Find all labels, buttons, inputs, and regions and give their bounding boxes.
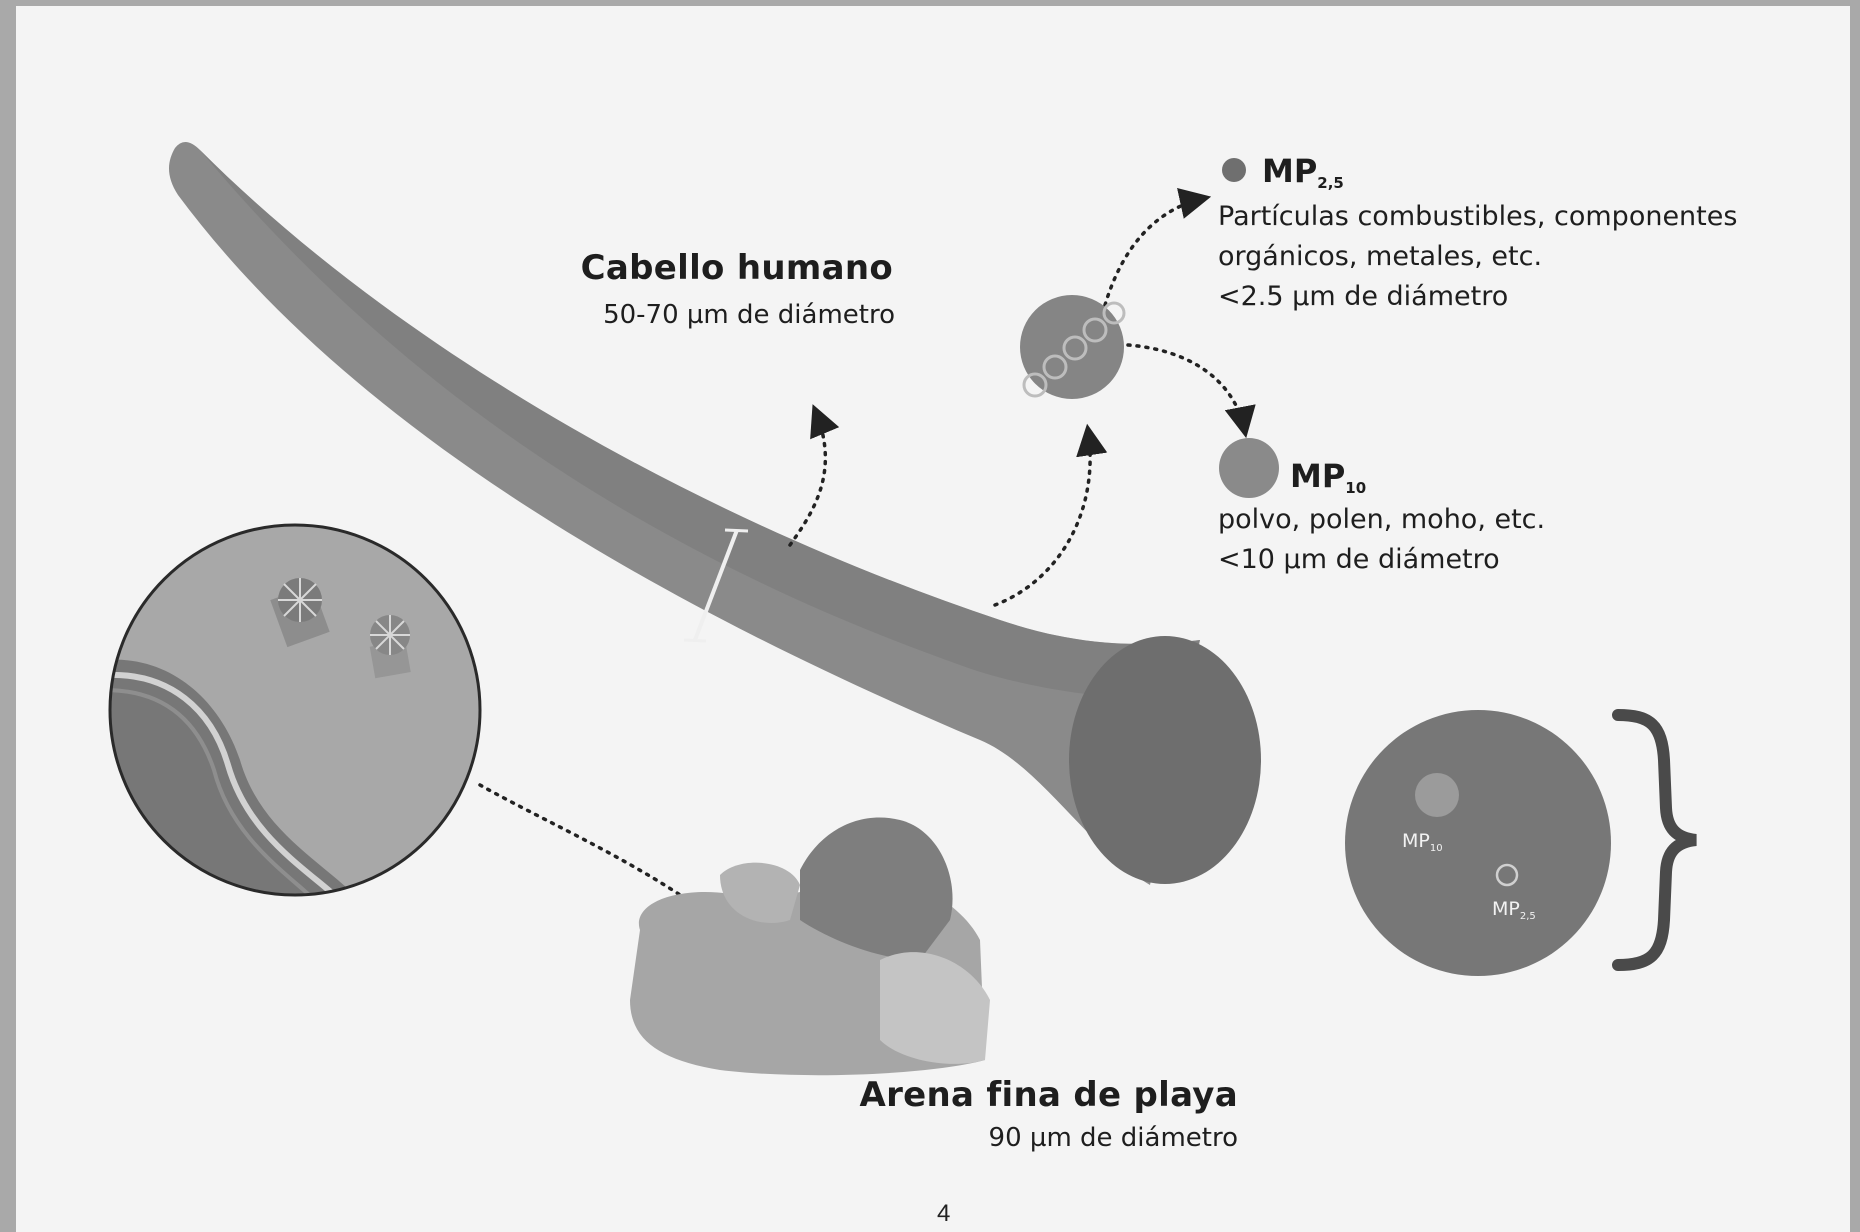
cross-section-mp10-label: MP10 <box>1402 830 1443 854</box>
mp10-marker <box>1415 773 1459 817</box>
mp25-name: MP2,5 <box>1262 152 1344 192</box>
mp10-description-line: polvo, polen, moho, etc. <box>1218 504 1546 535</box>
mp25-description-line: Partículas combustibles, componentes <box>1218 201 1738 232</box>
mp10-description-line: <10 µm de diámetro <box>1218 544 1500 575</box>
particle-magnifier <box>1020 295 1126 399</box>
mp25-description-line: orgánicos, metales, etc. <box>1218 241 1543 272</box>
mp10-dot <box>1219 438 1279 498</box>
mp10-description: polvo, polen, moho, etc. <10 µm de diáme… <box>1218 500 1545 580</box>
pollen-grain-icon <box>369 615 411 679</box>
sand-subtitle: 90 µm de diámetro <box>988 1123 1238 1153</box>
sand-magnifier <box>108 523 482 897</box>
pollen-grain-icon <box>270 578 330 648</box>
mp25-dot <box>1222 158 1246 182</box>
hair-diameter-marker <box>693 529 739 641</box>
mp25-description-line: <2.5 µm de diámetro <box>1218 281 1509 312</box>
cross-section-mp25-label: MP2,5 <box>1492 898 1536 922</box>
hair-strand <box>169 141 1261 885</box>
mp25-marker <box>1495 863 1519 887</box>
curly-brace <box>1612 709 1697 971</box>
hair-subtitle: 50-70 µm de diámetro <box>603 300 895 330</box>
arrow-to-hair-label <box>788 404 840 547</box>
hair-cross-section-end <box>1069 636 1261 884</box>
cross-section-comparison <box>1345 710 1611 976</box>
arrow-hair-to-particles <box>993 423 1108 607</box>
sand-grain <box>630 817 990 1076</box>
hair-title: Cabello humano <box>580 248 893 288</box>
arrow-to-mp10 <box>1126 343 1256 439</box>
mp10-name: MP10 <box>1290 457 1367 497</box>
hair-shading <box>200 150 1200 700</box>
mp25-description: Partículas combustibles, componentes org… <box>1218 197 1737 317</box>
sand-title: Arena fina de playa <box>859 1075 1238 1115</box>
page-number: 4 <box>937 1200 951 1227</box>
arrow-to-mp25 <box>1103 188 1212 307</box>
